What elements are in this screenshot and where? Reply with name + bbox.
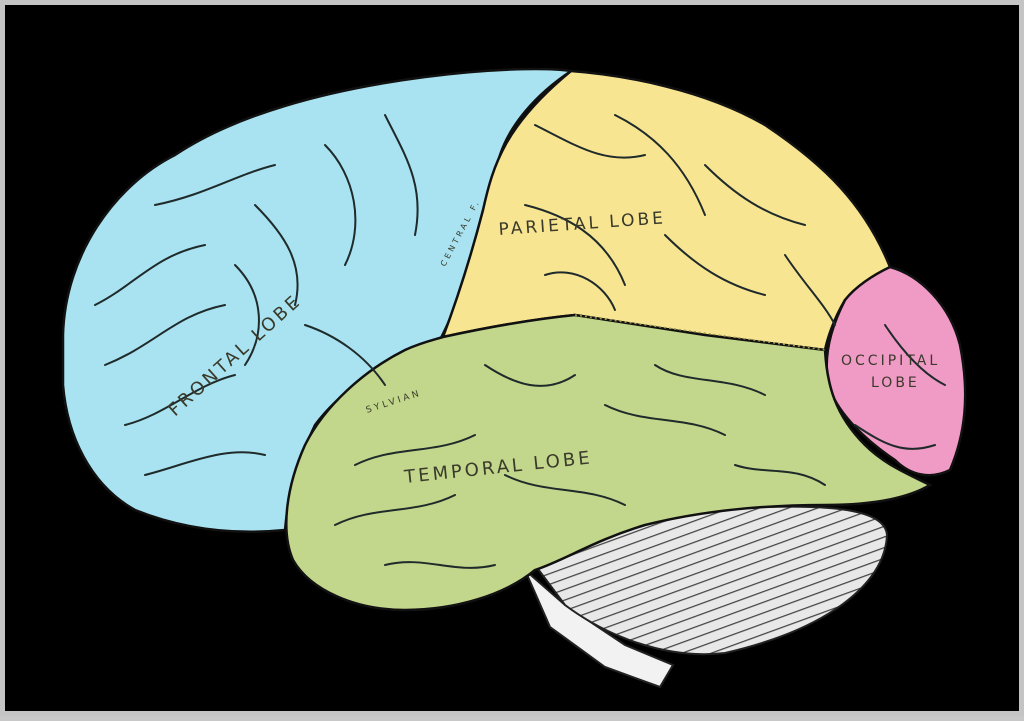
brain-lobes-diagram: FRONTAL LOBE PARIETAL LOBE OCCIPITAL LOB… <box>61 67 967 689</box>
occipital-lobe-label-line1: OCCIPITAL <box>841 353 940 369</box>
occipital-lobe-label-line2: LOBE <box>871 375 920 391</box>
occipital-lobe <box>825 265 967 477</box>
parietal-lobe <box>441 69 892 352</box>
lobe-boundary-dotted <box>574 314 826 351</box>
gyri-lines <box>94 114 946 569</box>
temporal-lobe <box>285 313 933 612</box>
